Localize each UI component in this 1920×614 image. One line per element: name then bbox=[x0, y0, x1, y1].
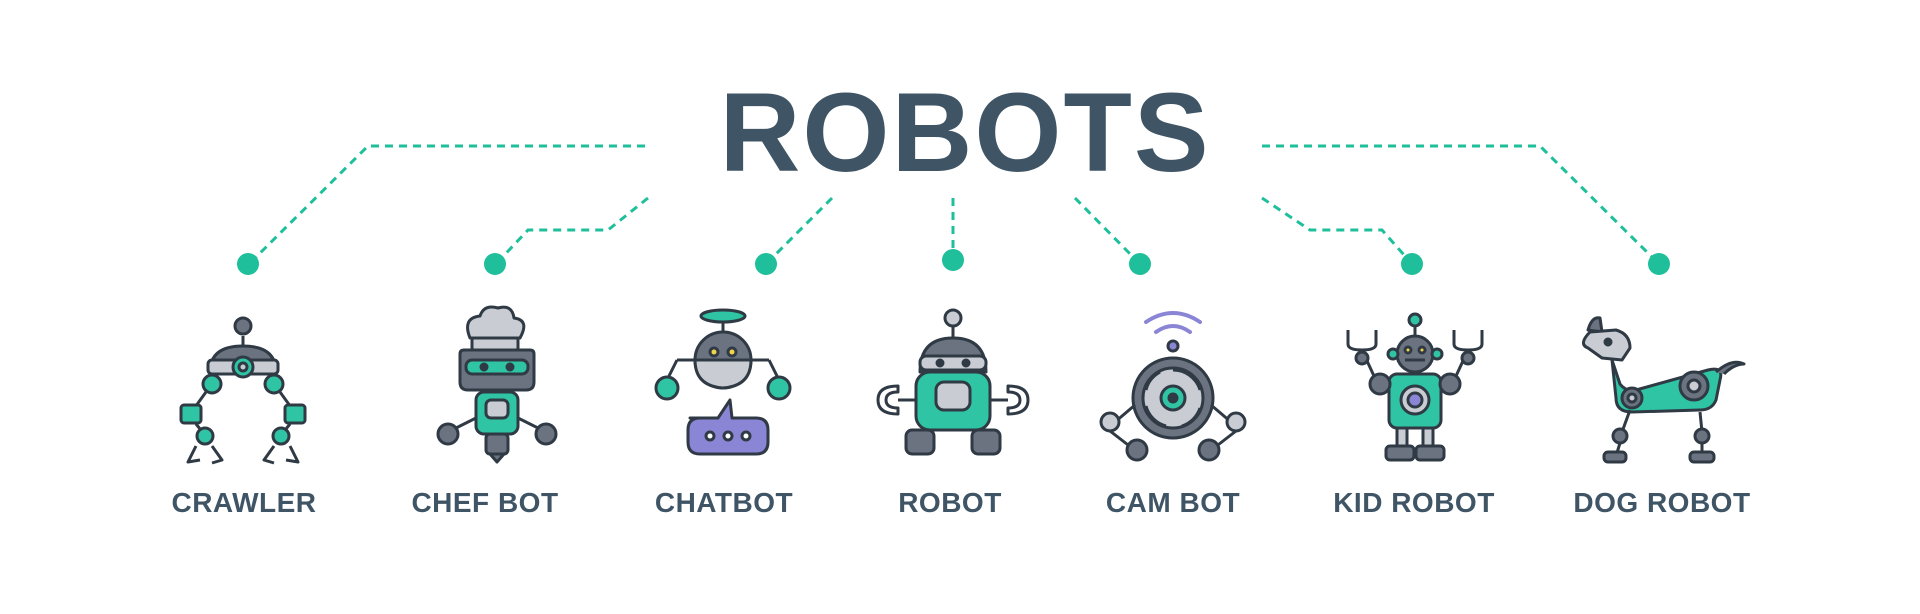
connector-dot-robot bbox=[942, 249, 964, 271]
chef-robot-icon bbox=[436, 305, 558, 464]
label-kid-robot: KID ROBOT bbox=[1333, 487, 1495, 518]
label-crawler: CRAWLER bbox=[171, 487, 317, 518]
label-chef-bot: CHEF BOT bbox=[411, 487, 559, 518]
connector-crawler bbox=[246, 144, 645, 267]
connector-dot-kid-robot bbox=[1401, 253, 1423, 275]
label-dog-robot: DOG ROBOT bbox=[1573, 487, 1751, 518]
camera-robot-icon bbox=[1099, 311, 1247, 462]
connector-dot-cam-bot bbox=[1129, 253, 1151, 275]
banner-title: ROBOTS bbox=[719, 70, 1211, 195]
dog-robot-icon bbox=[1582, 316, 1746, 464]
connector-dot-dog-robot bbox=[1648, 253, 1670, 275]
chatbot-icon bbox=[654, 308, 792, 456]
connector-dot-chef-bot bbox=[484, 253, 506, 275]
connector-dot-chatbot bbox=[755, 253, 777, 275]
connector-chef-bot bbox=[493, 196, 649, 267]
crawler-robot-icon bbox=[179, 316, 307, 465]
robot-icon bbox=[876, 308, 1030, 456]
connector-chatbot bbox=[764, 196, 834, 266]
connector-kid-robot bbox=[1261, 196, 1414, 265]
kid-robot-icon bbox=[1346, 312, 1484, 462]
label-cam-bot: CAM BOT bbox=[1105, 487, 1241, 518]
connector-dog-robot bbox=[1262, 144, 1661, 266]
connector-cam-bot bbox=[1073, 196, 1142, 266]
label-chatbot: CHATBOT bbox=[654, 487, 794, 518]
label-robot: ROBOT bbox=[898, 487, 1002, 518]
connector-dot-crawler bbox=[237, 253, 259, 275]
